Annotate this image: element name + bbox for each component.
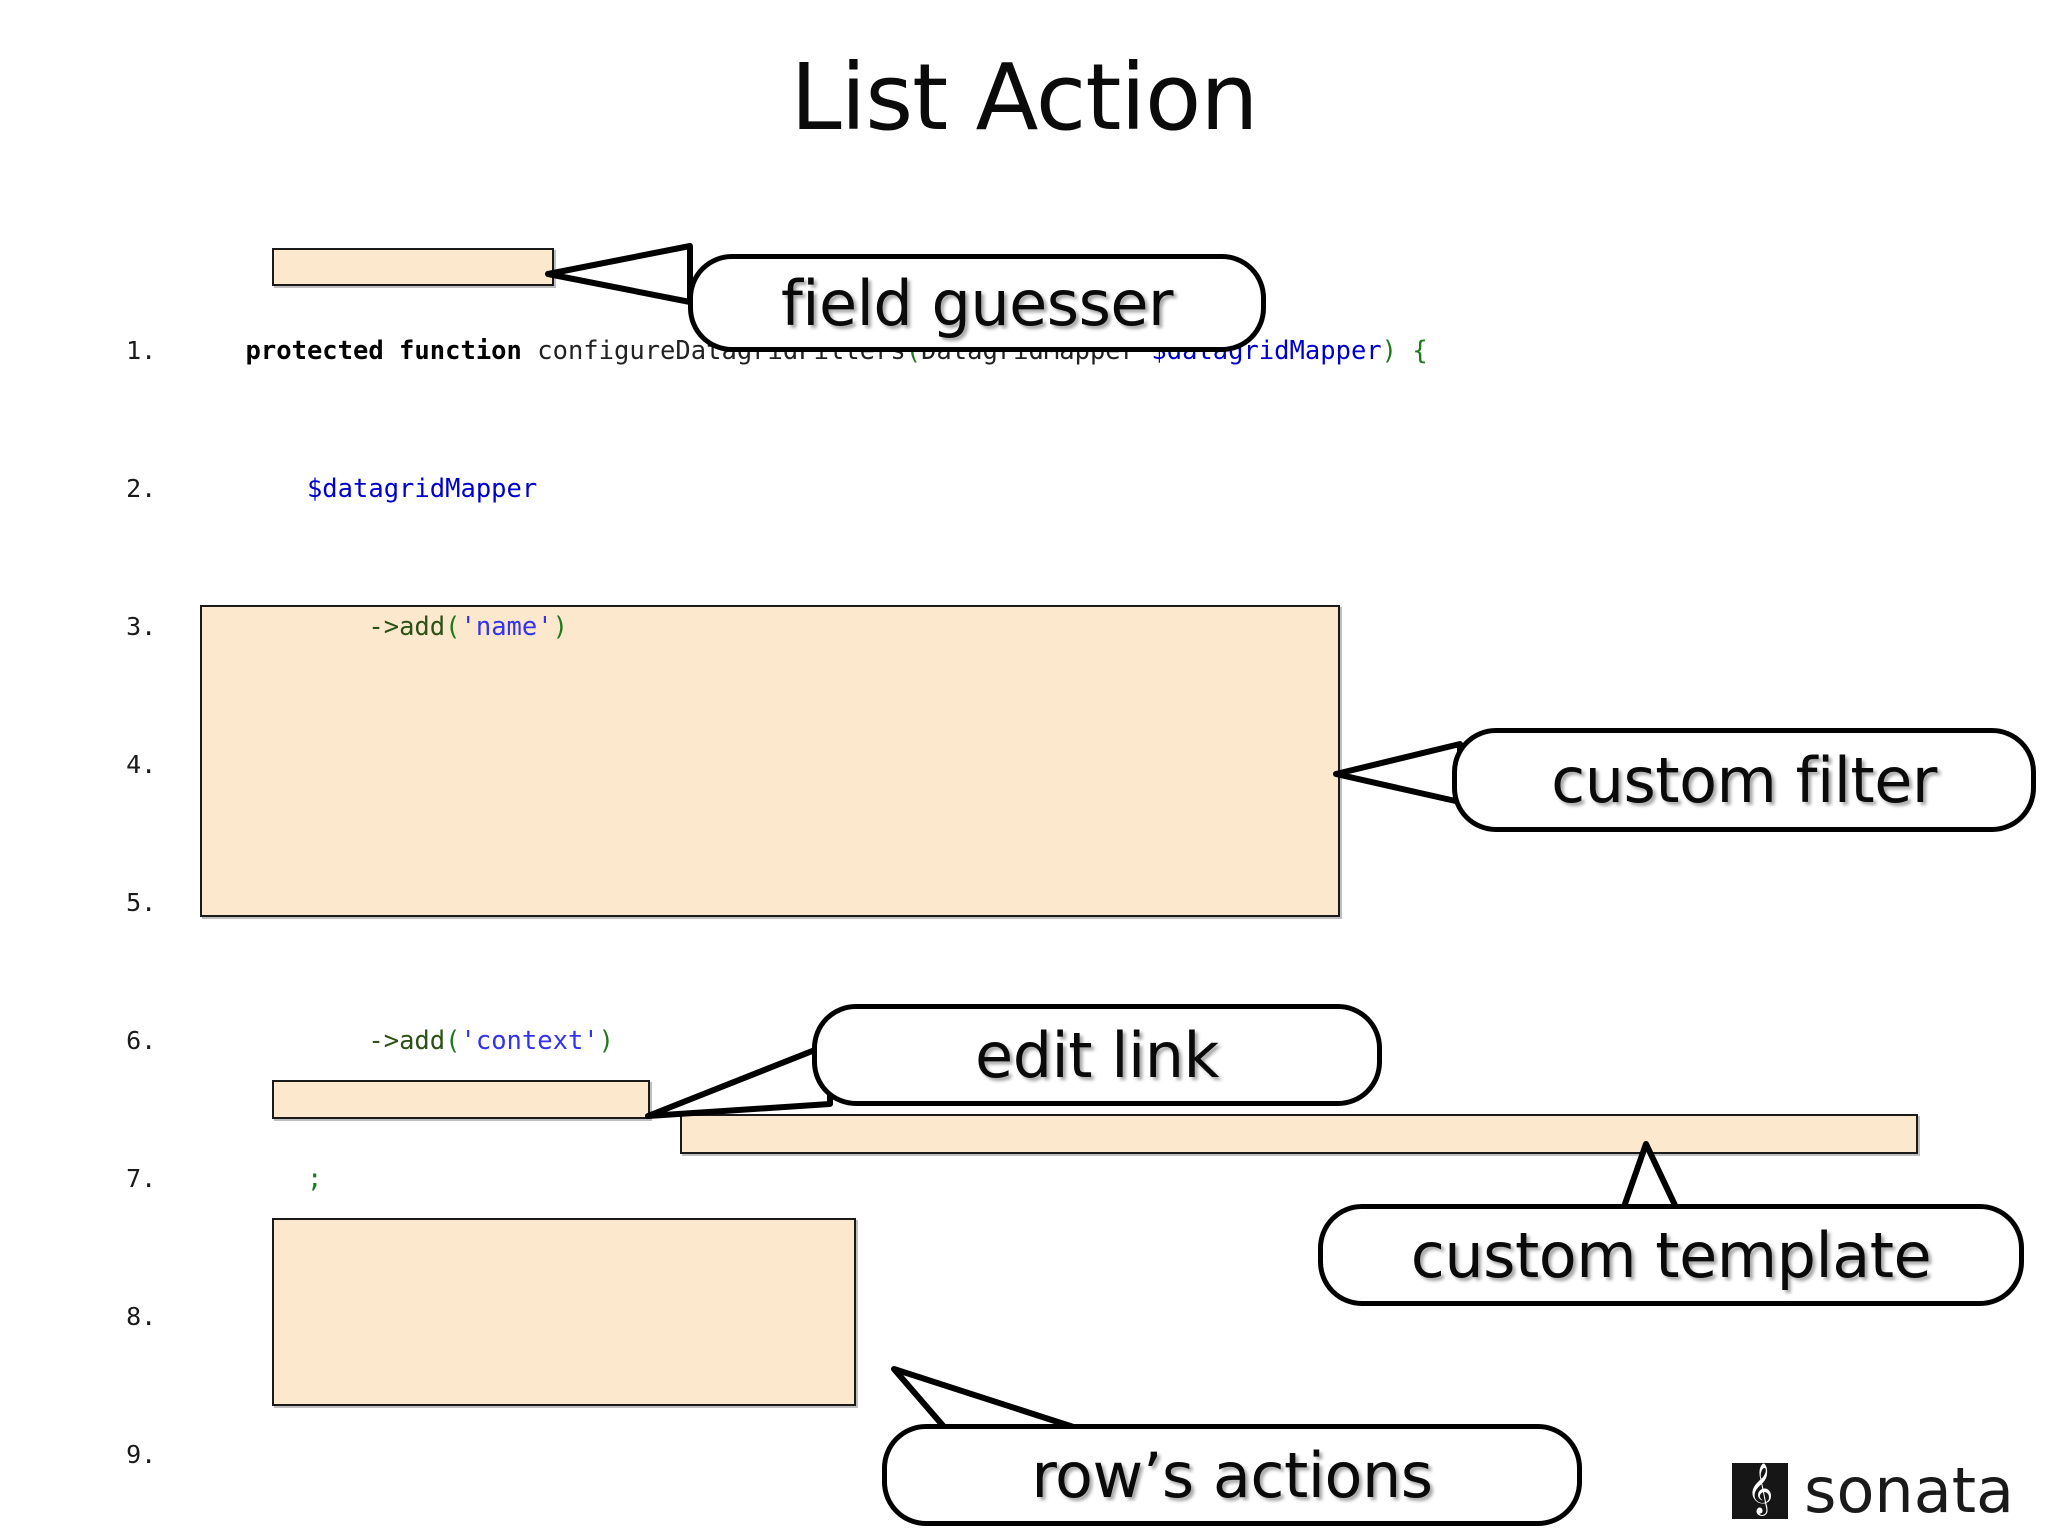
callout-label: custom filter bbox=[1551, 743, 1937, 817]
highlight-box-rows-actions bbox=[272, 1218, 856, 1406]
highlight-box-edit-link bbox=[272, 1080, 650, 1119]
callout-tail-field-guesser bbox=[545, 243, 693, 305]
code-line: 2. $datagridMapper bbox=[0, 438, 2048, 504]
treble-clef-glyph: 𝄞 bbox=[1747, 1463, 1774, 1514]
line-content: ; bbox=[184, 1164, 323, 1194]
line-number: 8. bbox=[126, 1302, 157, 1331]
highlight-box-custom-filter bbox=[200, 605, 1340, 917]
line-content bbox=[184, 1440, 199, 1470]
callout-edit-link[interactable]: edit link bbox=[812, 1004, 1382, 1106]
callout-label: row’s actions bbox=[1031, 1438, 1433, 1512]
line-number: 3. bbox=[126, 612, 157, 641]
line-number: 6. bbox=[126, 1026, 157, 1055]
line-number: 1. bbox=[126, 336, 157, 365]
code-line: 9. bbox=[0, 1404, 2048, 1469]
page-title: List Action bbox=[790, 44, 1258, 151]
code-line: 3. ->add('name') bbox=[0, 576, 2048, 642]
line-content: $datagridMapper bbox=[184, 474, 538, 504]
line-content: ->add('name') bbox=[184, 612, 568, 642]
callout-custom-filter[interactable]: custom filter bbox=[1452, 728, 2036, 832]
line-number: 2. bbox=[126, 474, 157, 503]
treble-clef-icon: 𝄞 bbox=[1732, 1463, 1789, 1519]
line-number: 4. bbox=[126, 750, 157, 779]
callout-rows-actions[interactable]: row’s actions bbox=[882, 1424, 1582, 1526]
callout-custom-template[interactable]: custom template bbox=[1318, 1204, 2024, 1306]
highlight-box-custom-template bbox=[680, 1114, 1918, 1154]
callout-label: custom template bbox=[1410, 1218, 1932, 1292]
logo-wordmark: sonata bbox=[1804, 1454, 2014, 1527]
sonata-logo: 𝄞 sonata bbox=[1732, 1460, 2014, 1522]
code-line: 6. ->add('context') bbox=[0, 990, 2048, 1056]
callout-label: field guesser bbox=[780, 266, 1174, 340]
code-line: 7. ; bbox=[0, 1128, 2048, 1194]
callout-field-guesser[interactable]: field guesser bbox=[688, 254, 1266, 352]
line-number: 7. bbox=[126, 1164, 157, 1193]
line-number: 5. bbox=[126, 888, 157, 917]
highlight-box-field-guesser bbox=[272, 248, 554, 286]
line-number: 9. bbox=[126, 1440, 157, 1469]
callout-label: edit link bbox=[975, 1018, 1219, 1092]
line-content: ->add('context') bbox=[184, 1026, 615, 1056]
